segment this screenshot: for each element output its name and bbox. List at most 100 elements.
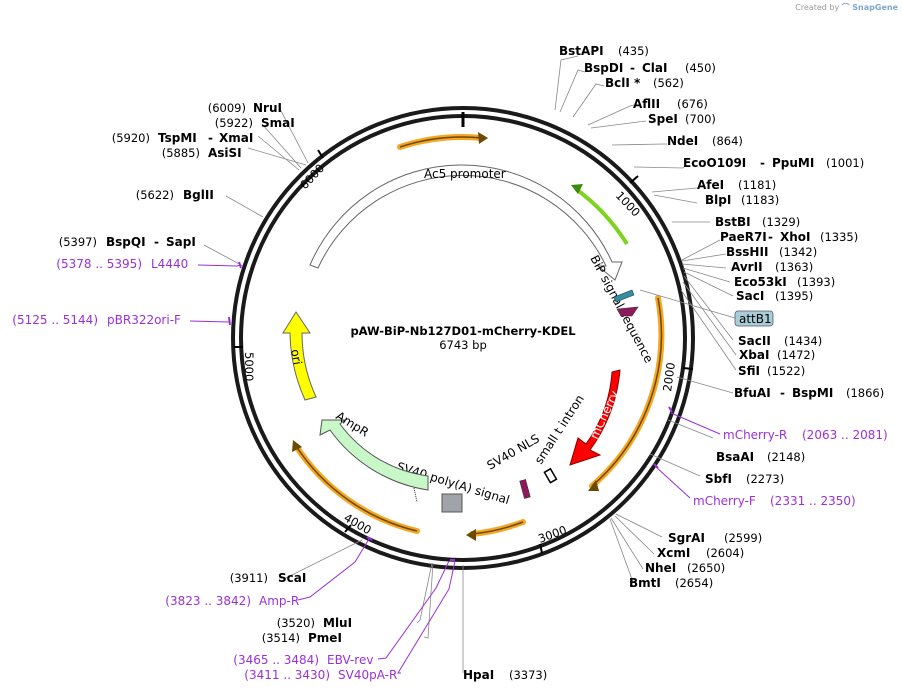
enzyme-bsshii-pos: (1342) <box>779 245 817 259</box>
primer-ebv-rev: EBV-rev <box>327 653 373 667</box>
enzyme-sbfi: SbfI <box>705 472 732 486</box>
enzyme-eco53ki: Eco53kI <box>734 275 787 289</box>
enzyme-ndei-pos: (864) <box>712 134 743 148</box>
enzyme-sgrai: SgrAI <box>668 531 705 545</box>
sv40-polya-box <box>441 493 463 513</box>
orf-bottom <box>469 519 526 537</box>
enzyme-bmti: BmtI <box>629 576 661 590</box>
primer-mcherry-f: mCherry-F <box>693 494 756 508</box>
enzyme-paer7i-sep: - <box>768 230 773 244</box>
enzyme-afei: AfeI <box>697 178 724 192</box>
enzyme-bstbi: BstBI <box>715 215 751 229</box>
primer-ampr: Amp-R <box>259 594 299 608</box>
primer-sv40pa-r-range: (3411 .. 3430) <box>244 668 330 682</box>
enzyme-avrii-pos: (1363) <box>775 260 813 274</box>
enzyme-sgrai-pos: (2599) <box>724 531 762 545</box>
enzyme-mlui-pos: (3520) <box>277 616 315 630</box>
enzyme-hpai: HpaI <box>463 668 494 682</box>
enzyme-bspdi-pos: (450) <box>685 61 716 75</box>
tick-1000: 1000 <box>613 188 643 219</box>
enzyme-connectors <box>203 55 737 673</box>
primer-ebv-rev-range: (3465 .. 3484) <box>233 653 319 667</box>
ori-arrow <box>282 311 317 401</box>
enzyme-sapi: SapI <box>166 235 196 249</box>
enzyme-xcmi-pos: (2604) <box>706 546 744 560</box>
primer-l4440-range: (5378 .. 5395) <box>56 257 142 271</box>
enzyme-ppumi: PpuMI <box>772 156 814 170</box>
enzyme-scai: ScaI <box>278 571 306 585</box>
primer-sv40pa-r: SV40pA-R <box>338 668 397 682</box>
orf-arrow-cores <box>295 136 663 535</box>
enzyme-bsaai: BsaAI <box>716 450 754 464</box>
enzyme-blpi-pos: (1183) <box>741 193 779 207</box>
sv40-nls-box <box>519 479 531 499</box>
enzyme-pmei: PmeI <box>308 631 342 645</box>
primer-ampr-range: (3823 .. 3842) <box>165 594 251 608</box>
primer-connectors <box>189 264 721 674</box>
enzyme-bcli-pos: (562) <box>653 76 684 90</box>
enzyme-smai: SmaI <box>261 116 295 130</box>
enzyme-ecoo109i: EcoO109I <box>683 156 746 170</box>
ac5-promoter-label: Ac5 promoter <box>424 167 506 181</box>
enzyme-asisi-pos: (5885) <box>162 146 200 160</box>
ori-label: ori <box>288 348 304 366</box>
enzyme-sacii-pos: (1434) <box>784 334 822 348</box>
enzyme-xhoi: XhoI <box>780 230 811 244</box>
enzyme-aflii: AflII <box>633 97 660 111</box>
enzyme-sbfi-pos: (2273) <box>746 472 784 486</box>
enzyme-smai-pos: (5922) <box>215 116 253 130</box>
enzyme-nrui: NruI <box>253 101 282 115</box>
enzyme-tspmi-sep: - <box>208 131 213 145</box>
tick-5000: 5000 <box>242 352 256 381</box>
enzyme-bspqi: BspQI <box>106 235 146 249</box>
enzyme-pmei-pos: (3514) <box>262 631 300 645</box>
primer-pbr322ori: pBR322ori-F <box>107 313 181 327</box>
green-feature-head <box>571 184 583 194</box>
ac5-promoter-arrow <box>309 164 623 281</box>
enzyme-bspqi-pos: (5397) <box>59 235 97 249</box>
enzyme-bcli: BclI * <box>605 76 641 90</box>
enzyme-bstapi-pos: (435) <box>618 44 649 58</box>
enzyme-hpai-pos: (3373) <box>509 668 547 682</box>
small-t-intron-box <box>543 467 558 484</box>
attb1-box <box>734 310 774 327</box>
primer-pbr322ori-range: (5125 .. 5144) <box>12 313 98 327</box>
enzyme-bglii-pos: (5622) <box>136 188 174 202</box>
enzyme-sfii-pos: (1522) <box>767 364 805 378</box>
enzyme-saci-pos: (1395) <box>775 289 813 303</box>
bip-marker-purple <box>616 306 639 317</box>
primer-mcherry-r-range: (2063 .. 2081) <box>802 428 888 442</box>
enzyme-bstbi-pos: (1329) <box>762 215 800 229</box>
enzyme-spei: SpeI <box>648 112 678 126</box>
enzyme-bsaai-pos: (2148) <box>767 450 805 464</box>
enzyme-mlui: MluI <box>323 616 352 630</box>
enzyme-xbai: XbaI <box>739 348 769 362</box>
mcherry-label: mCherry <box>587 388 622 441</box>
enzyme-tspmi: TspMI <box>158 131 197 145</box>
enzyme-scai-pos: (3911) <box>230 571 268 585</box>
enzyme-avrii: AvrII <box>731 260 763 274</box>
enzyme-bspmi: BspMI <box>792 386 833 400</box>
enzyme-bspdi-sep: - <box>630 61 635 75</box>
enzyme-paer7i-pos: (1335) <box>820 230 858 244</box>
enzyme-ndei: NdeI <box>667 134 698 148</box>
enzyme-eco53ki-pos: (1393) <box>797 275 835 289</box>
credit-prefix: Created by <box>795 3 840 12</box>
enzyme-bspdi: BspDI <box>584 61 623 75</box>
primer-marks <box>228 261 673 561</box>
enzyme-bmti-pos: (2654) <box>675 576 713 590</box>
enzyme-ecoo109i-sep: - <box>760 156 765 170</box>
enzyme-aflii-pos: (676) <box>677 97 708 111</box>
enzyme-bstapi: BstAPI <box>559 44 604 58</box>
enzyme-clai: ClaI <box>642 61 667 75</box>
plasmid-size: 6743 bp <box>439 338 487 352</box>
enzyme-bfuai: BfuAI <box>734 386 771 400</box>
enzyme-tspmi-pos: (5920) <box>112 131 150 145</box>
orf-arrowheads <box>292 132 599 541</box>
plasmid-name: pAW-BiP-Nb127D01-mCherry-KDEL <box>350 324 576 338</box>
enzyme-bspqi-sep: - <box>154 235 159 249</box>
mcherry-arrow <box>569 369 621 466</box>
enzyme-spei-pos: (700) <box>685 112 716 126</box>
primer-mcherry-r: mCherry-R <box>723 428 787 442</box>
primer-l4440: L4440 <box>151 257 188 271</box>
